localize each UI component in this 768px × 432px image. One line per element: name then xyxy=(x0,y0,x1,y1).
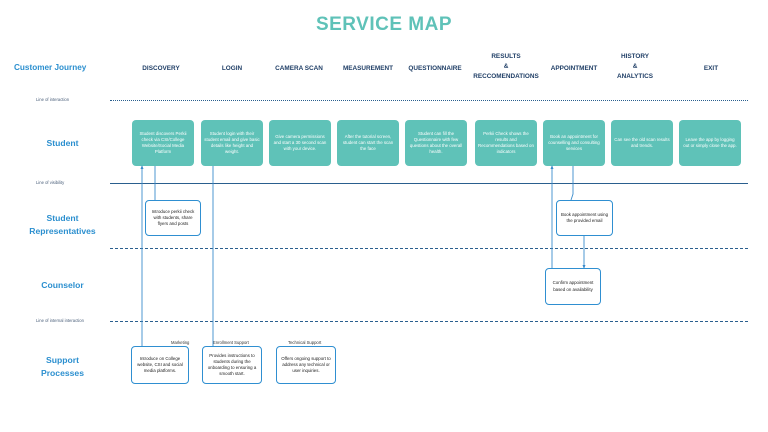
line-of-internal-interaction xyxy=(110,321,748,322)
tag-marketing: Marketing xyxy=(171,340,190,345)
card-camera-scan: Give camera permissions and start a 30 s… xyxy=(269,120,331,166)
stage-label-line: MEASUREMENT xyxy=(342,65,394,72)
row-label-line: Student xyxy=(46,138,79,148)
line-of-visibility xyxy=(110,183,748,184)
connector-appointment-book xyxy=(570,166,574,201)
stage-exit: EXIT xyxy=(678,64,744,74)
stage-label-line: & xyxy=(632,62,638,70)
box-introduce-perkii: Introduce perkii check with students, sh… xyxy=(145,200,201,236)
row-label-line: Representatives xyxy=(29,225,96,236)
stage-label-line: CAMERA SCAN xyxy=(275,65,323,72)
row-label-line: Student xyxy=(46,213,79,223)
card-questionnaire: Student can fill the Questionnaire with … xyxy=(405,120,467,166)
card-appointment: Book an appointment for counselling and … xyxy=(543,120,605,166)
arrowhead-appointment xyxy=(550,165,554,169)
stage-measurement: MEASUREMENT xyxy=(335,64,401,74)
card-results: Perkii Check shows the results and Recom… xyxy=(475,120,537,166)
stage-results-recommendations: RESULTS & RECCOMENDATIONS xyxy=(464,52,548,82)
line-of-interaction-label: Line of interaction xyxy=(36,97,70,102)
row-label-line: Support xyxy=(46,355,79,365)
stage-login: LOGIN xyxy=(199,64,265,74)
stage-appointment: APPOINTMENT xyxy=(541,64,607,74)
line-of-visibility-label: Line of visibility xyxy=(36,180,65,185)
card-measurement: After the tutorial screen, student can s… xyxy=(337,120,399,166)
box-support-enrollment: Provides instructions to students during… xyxy=(202,346,262,384)
stage-label-line: & xyxy=(503,62,509,70)
row-label-line: Counselor xyxy=(41,280,84,290)
stage-label-line: EXIT xyxy=(703,65,719,72)
stage-label-line: LOGIN xyxy=(221,65,243,72)
stage-label-line: DISCOVERY xyxy=(142,65,180,72)
stage-discovery: DISCOVERY xyxy=(128,64,194,74)
stage-label-line: RECCOMENDATIONS xyxy=(473,72,539,80)
box-support-technical: Offers ongoing support to address any te… xyxy=(276,346,336,384)
box-book-appointment: Book appointment using the provided emai… xyxy=(556,200,613,236)
card-login: Student login with their student email a… xyxy=(201,120,263,166)
stage-label-line: QUESTIONNAIRE xyxy=(408,65,462,72)
customer-journey-label: Customer Journey xyxy=(14,63,87,72)
stage-label-line: ANALYTICS xyxy=(617,72,653,80)
tag-technical-support: Technical Support xyxy=(288,340,322,345)
stage-label-line: APPOINTMENT xyxy=(550,65,598,72)
stage-questionnaire: QUESTIONNAIRE xyxy=(402,64,468,74)
row-label-counselor: Counselor xyxy=(15,279,110,292)
card-history: Can see the old scan results and trends. xyxy=(611,120,673,166)
line-of-interaction xyxy=(110,100,748,101)
separator-representatives xyxy=(110,248,748,249)
box-confirm-appointment: Confirm appointment based on availabilit… xyxy=(545,268,601,305)
stage-history-analytics: HISTORY & ANALYTICS xyxy=(602,52,668,82)
box-support-marketing: Introduce on College website, CSI and so… xyxy=(131,346,189,384)
row-label-student: Student xyxy=(15,137,110,150)
line-of-internal-interaction-label: Line of internal interaction xyxy=(36,318,84,323)
stage-camera-scan: CAMERA SCAN xyxy=(266,64,332,74)
tag-enrollment-support: Enrollment Support xyxy=(213,340,249,345)
row-label-line: Processes xyxy=(40,367,84,378)
card-discovery: Student discovers Perkii check via CSI/C… xyxy=(132,120,194,166)
stage-label-line: HISTORY xyxy=(620,53,650,60)
stage-label-line: RESULTS xyxy=(491,53,521,60)
arrowhead-confirm xyxy=(582,265,586,269)
card-exit: Leave the app by logging out or simply c… xyxy=(679,120,741,166)
page-title: SERVICE MAP xyxy=(315,14,453,35)
arrowhead-discovery xyxy=(140,165,144,169)
